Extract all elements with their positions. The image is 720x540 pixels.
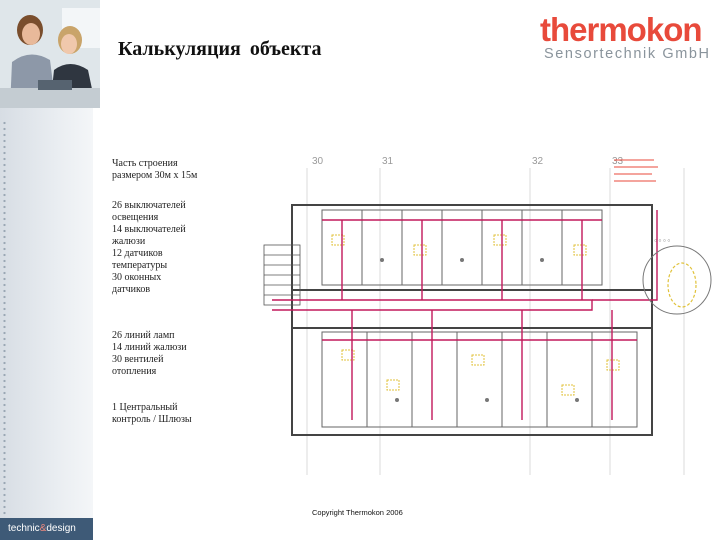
device-symbols [380, 258, 579, 402]
thermokon-logo: thermokon Sensortechnik GmbH [540, 12, 716, 70]
cable-routes [272, 210, 658, 420]
meeting-area: ○ ○ ○ ○ [642, 238, 712, 315]
grid-label: 32 [532, 156, 544, 167]
desc-line: Часть строения [112, 158, 178, 169]
grid-label: 30 [312, 156, 324, 167]
lines-block: 26 линий ламп 14 линий жалюзи 30 вентиле… [112, 330, 237, 378]
svg-text:○ ○ ○ ○: ○ ○ ○ ○ [654, 238, 670, 244]
copyright-text: Copyright Thermokon 2006 [312, 508, 403, 517]
sidebar-dot-pattern [2, 120, 7, 518]
legend-lines [614, 159, 658, 182]
building-walls [291, 204, 653, 436]
desc-line: температуры [112, 260, 168, 271]
control-block: 1 Центральный контроль / Шлюзы [112, 402, 237, 426]
brand-amp: & [39, 523, 47, 534]
desc-line: контроль / Шлюзы [112, 414, 192, 425]
desc-line: 30 оконных [112, 272, 162, 283]
desc-line: датчиков [112, 284, 151, 295]
desc-line: 14 линий жалюзи [112, 342, 187, 353]
brand-left: technic [8, 523, 40, 534]
brand-right: design [46, 523, 76, 534]
desc-line: 12 датчиков [112, 248, 163, 259]
building-size-block: Часть строения размером 30м x 15м [112, 158, 237, 182]
desc-line: 14 выключателей [112, 224, 186, 235]
grid-lines [306, 168, 685, 475]
desc-line: 26 выключателей [112, 200, 186, 211]
desc-line: 26 линий ламп [112, 330, 175, 341]
staircase [263, 244, 301, 306]
grid-label: 31 [382, 156, 394, 167]
desc-line: жалюзи [112, 236, 146, 247]
top-rooms [321, 209, 603, 286]
devices-block: 26 выключателей освещения 14 выключателе… [112, 200, 237, 296]
desc-line: 1 Центральный [112, 402, 178, 413]
page-title: Калькуляция объекта [118, 38, 322, 60]
floor-plan-drawing: 30 31 32 33 [263, 156, 712, 475]
logo-sub-text: Sensortechnik GmbH [544, 46, 711, 62]
bottom-rooms [321, 331, 638, 428]
desk-markers [331, 234, 620, 396]
logo-main-text: thermokon [540, 11, 703, 48]
grid-label: 33 [612, 156, 624, 167]
desc-line: отопления [112, 366, 157, 377]
desc-line: 30 вентилей [112, 354, 164, 365]
header-photo-illustration [0, 0, 100, 108]
brand-footer-bar: technic&design [0, 518, 93, 540]
desc-line: размером 30м x 15м [112, 170, 198, 181]
desc-line: освещения [112, 212, 159, 223]
header-photo [0, 0, 100, 108]
